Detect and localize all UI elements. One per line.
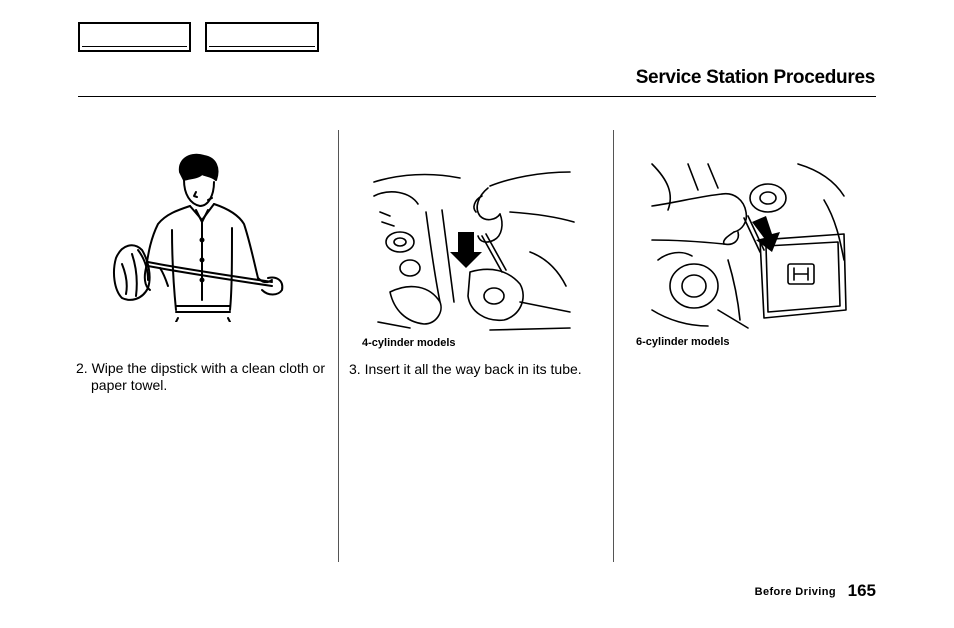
person-wiping-dipstick-illustration (113, 153, 284, 322)
footer-section-label: Before Driving (754, 586, 836, 598)
header-rule (78, 96, 876, 97)
hand-inserting-dipstick-6cyl-illustration (648, 160, 848, 332)
hand-inserting-dipstick-4cyl-illustration (370, 152, 576, 336)
column-divider-1 (338, 130, 339, 562)
step-3-text: 3. Insert it all the way back in its tub… (349, 361, 582, 377)
column-divider-2 (613, 130, 614, 562)
header-tab-2 (205, 22, 319, 52)
header-tab-1 (78, 22, 191, 52)
figure-caption-4cyl: 4-cylinder models (362, 337, 456, 349)
figure-caption-6cyl: 6-cylinder models (636, 336, 730, 348)
step-2-text: 2. Wipe the dipstick with a clean cloth … (76, 360, 326, 393)
page-title: Service Station Procedures (635, 67, 876, 88)
page-number: 165 (847, 581, 876, 600)
